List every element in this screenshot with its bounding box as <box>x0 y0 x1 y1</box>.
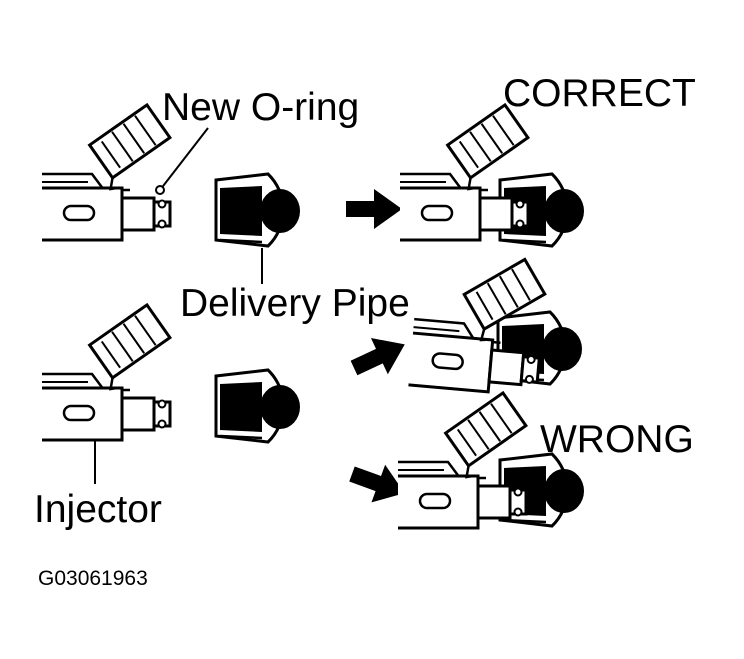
wrong-label: WRONG <box>540 418 694 461</box>
injector-bottom-left <box>40 303 179 442</box>
correct-label: CORRECT <box>503 72 696 115</box>
arrow-correct <box>346 189 402 229</box>
delivery-pipe-top <box>214 172 302 248</box>
new-oring-label: New O-ring <box>162 86 360 129</box>
arrow-wrong-tilted <box>345 326 414 387</box>
correct-assembly <box>398 103 586 248</box>
delivery-pipe-label: Delivery Pipe <box>180 282 410 325</box>
injector-top-left <box>40 103 179 242</box>
delivery-pipe-bottom <box>214 368 302 444</box>
oring-highlight <box>155 185 165 195</box>
oring-leader-line <box>159 127 209 191</box>
figure-code: G03061963 <box>38 567 148 590</box>
injector-label: Injector <box>34 488 162 531</box>
wrong-assembly-tilted <box>406 248 584 399</box>
